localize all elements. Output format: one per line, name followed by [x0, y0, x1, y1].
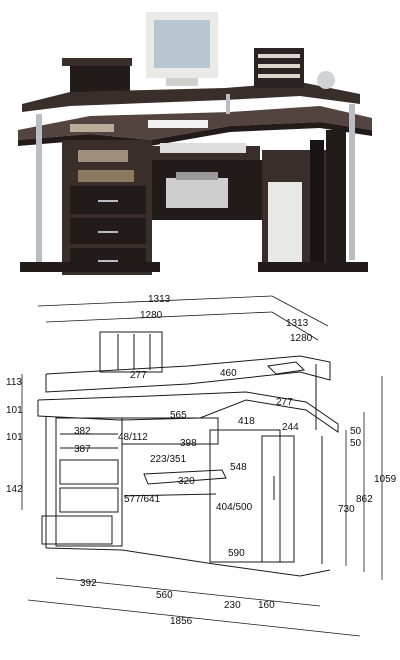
label-compartment: 48/112 — [118, 432, 148, 443]
desktop-outline — [37, 391, 339, 433]
upper-shelf — [22, 82, 360, 112]
label-corner-depth: 418 — [238, 416, 255, 427]
keyboard — [160, 143, 246, 153]
corner-lamp — [266, 361, 306, 375]
label-side-depth-outer: 1313 — [286, 318, 309, 329]
printer — [166, 178, 228, 208]
label-desk-depth: 565 — [170, 410, 187, 421]
organizer-outline — [99, 331, 163, 373]
label-h-113: 113 — [6, 377, 22, 388]
base-outline — [45, 547, 331, 577]
center-shelf-line — [123, 493, 217, 497]
open-shelf-binders — [78, 170, 134, 182]
leg-center — [226, 94, 230, 114]
hutch-left-board — [62, 58, 132, 66]
dim-line-1313-side — [271, 295, 329, 327]
label-h-730: 730 — [338, 504, 355, 515]
label-legroom: 577/641 — [124, 494, 161, 505]
keyboard-tray-outline — [143, 469, 227, 485]
label-base-230: 230 — [224, 600, 241, 611]
dimension-labels: 1313 1280 1313 1280 277 460 565 418 277 … — [6, 294, 397, 627]
left-pedestal-outline — [55, 417, 123, 547]
dim-line-1280-top — [45, 311, 273, 323]
open-shelf-books — [78, 150, 128, 162]
drawer-handle-2 — [98, 231, 118, 233]
label-h-101-b: 101 — [6, 432, 23, 443]
label-top-width-outer: 1313 — [148, 294, 171, 305]
base-plinth-left — [20, 262, 160, 272]
desk-photo — [18, 12, 372, 275]
drawer-outline-open — [41, 515, 113, 545]
drawer-outline-2 — [59, 487, 119, 513]
drawer-handle-3 — [98, 260, 118, 262]
base-plinth-right — [258, 262, 368, 272]
center-compartment-outline — [121, 417, 219, 445]
label-h-862: 862 — [356, 494, 373, 505]
label-base-160: 160 — [258, 600, 275, 611]
leg-right — [349, 104, 355, 260]
label-side-shelf-height: 244 — [282, 422, 299, 433]
dim-line-1856 — [27, 599, 361, 637]
right-pedestal-outline — [209, 429, 281, 563]
cpu-tower — [268, 182, 302, 264]
right-door — [326, 130, 346, 270]
monitor-stand — [166, 78, 198, 86]
label-cpu-width: 590 — [228, 548, 245, 559]
label-base-560: 560 — [156, 590, 173, 601]
label-side-depth-inner: 1280 — [290, 333, 313, 344]
dim-line-1313-top — [37, 295, 273, 307]
label-total-width: 1856 — [170, 616, 193, 627]
label-keyboard-width: 398 — [180, 438, 197, 449]
label-shelf-depth: 277 — [130, 370, 147, 381]
monitor-screen — [154, 20, 210, 68]
label-h-1059: 1059 — [374, 474, 397, 485]
dimension-lines — [21, 295, 383, 637]
drawing-lines — [37, 331, 339, 577]
label-top-width-inner: 1280 — [140, 310, 163, 321]
dim-line-1280-side — [271, 311, 319, 341]
label-shelf-length: 460 — [220, 368, 237, 379]
label-h-142: 142 — [6, 484, 23, 495]
dim-line-base — [55, 577, 321, 607]
desk-clock — [317, 71, 335, 89]
label-drawer-depth: 387 — [74, 444, 91, 455]
hutch-outline — [45, 355, 331, 393]
label-h-50-a: 50 — [350, 426, 362, 437]
drawer-outline-1 — [59, 459, 119, 485]
label-side-548: 548 — [230, 462, 247, 473]
label-side-shelf-depth: 277 — [276, 397, 293, 408]
drawer-handle-1 — [98, 200, 118, 202]
label-h-101-a: 101 — [6, 405, 23, 416]
label-drawer-width: 382 — [74, 426, 91, 437]
book-stack — [70, 124, 114, 132]
right-door-outline — [261, 435, 295, 563]
label-cpu-opening: 223/351 — [150, 454, 187, 465]
organizer-slot-2 — [258, 64, 300, 68]
printer-slot — [176, 172, 218, 180]
cd-rack — [310, 140, 324, 264]
paper-stack — [148, 120, 208, 128]
label-base-392: 392 — [80, 578, 97, 589]
organizer-slot-3 — [258, 74, 300, 78]
leg-left — [36, 114, 42, 270]
label-h-50-b: 50 — [350, 438, 362, 449]
label-cpu-height: 404/500 — [216, 502, 253, 513]
label-keyboard-depth: 320 — [178, 476, 195, 487]
organizer-slot-1 — [258, 54, 300, 58]
